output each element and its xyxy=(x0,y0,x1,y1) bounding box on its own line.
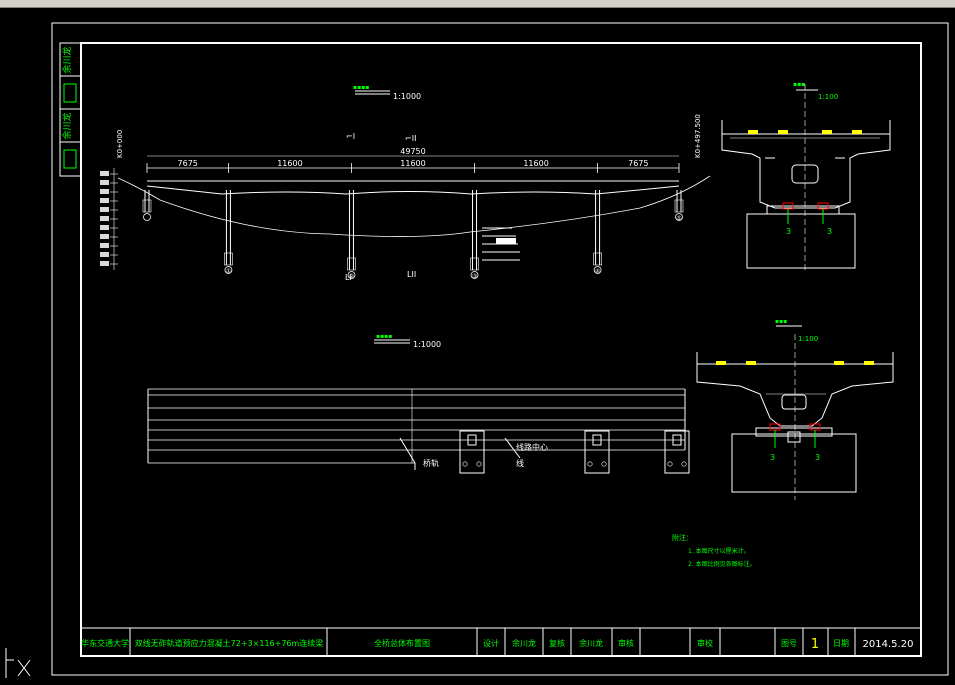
section-mark-bottom-1: LI xyxy=(345,273,352,282)
title-check-label: 复核 xyxy=(549,638,565,648)
elevation-scale: 1:1000 xyxy=(393,92,421,101)
title-university: 华东交通大学 xyxy=(81,638,129,648)
title-drawing-name: 全桥总体布置图 xyxy=(374,638,430,648)
elevation-title-mark: ▪▪▪▪ xyxy=(353,84,369,91)
plan-scale: 1:1000 xyxy=(413,340,441,349)
plan-centerline-label: 线路中心 xyxy=(516,442,548,452)
pier-label-3: ③ xyxy=(472,273,477,280)
side-tab-1: 余川龙 xyxy=(61,46,73,73)
sheet-outer-frame xyxy=(51,22,949,676)
title-project: 双线无砟轨道预应力混凝土72+3×116+76m连续梁 xyxy=(135,638,324,648)
plan-edge-label: 桥轨 xyxy=(423,458,439,468)
title-design-label: 设计 xyxy=(483,638,499,648)
section-mark-bottom-2: LII xyxy=(407,270,416,279)
title-checker: 余川龙 xyxy=(579,638,603,648)
side-tab-4-mark xyxy=(63,149,77,169)
sheet-inner-frame xyxy=(80,42,922,657)
cross-section-top: ▪▪▪ 1:100 3 3 xyxy=(721,81,891,273)
side-tab-2-mark xyxy=(63,83,77,103)
title-sheet-label: 图号 xyxy=(781,639,797,648)
title-block: 华东交通大学 双线无砟轨道预应力混凝土72+3×116+76m连续梁 全桥总体布… xyxy=(80,627,922,657)
start-station: K0+000 xyxy=(116,130,124,158)
plan-pier-cap-2 xyxy=(584,430,610,474)
note-2: 2. 本图比例见各图标注。 xyxy=(688,560,756,568)
pier-label-4: ④ xyxy=(595,268,600,275)
span-dim-5: 7675 xyxy=(628,159,648,168)
pier-label-1: ① xyxy=(226,268,231,275)
pier-4 xyxy=(593,190,602,274)
total-length-dim: 49750 xyxy=(400,147,425,156)
section-bottom-bearing-right: 3 xyxy=(815,453,820,462)
title-sheet-no: 1 xyxy=(811,637,819,652)
pier-1 xyxy=(224,190,233,274)
title-review-label: 审核 xyxy=(618,638,634,648)
ucs-axis-icon xyxy=(5,648,31,678)
pier-label-2: ② xyxy=(349,273,355,280)
window-top-strip xyxy=(0,0,955,8)
plan-centerline-label-2: 线 xyxy=(516,458,524,468)
pier-3-annotation xyxy=(482,227,520,261)
title-approve-label: 审校 xyxy=(697,638,713,648)
side-tab-3: 余川龙 xyxy=(61,112,73,139)
end-station: K0+497.500 xyxy=(694,114,702,158)
pier-5 xyxy=(674,190,684,221)
span-dim-4: 11600 xyxy=(523,159,548,168)
pier-2 xyxy=(347,190,356,279)
side-tab-strip: 余川龙 余川龙 xyxy=(59,42,82,177)
title-date: 2014.5.20 xyxy=(863,639,914,650)
pier-0 xyxy=(142,190,152,221)
title-date-label: 日期 xyxy=(833,639,849,648)
note-1: 1. 本图尺寸以厘米计。 xyxy=(688,547,750,555)
section-top-title-mark: ▪▪▪ xyxy=(793,81,805,88)
cad-drawing-canvas[interactable]: 余川龙 余川龙 ▪▪▪▪ 1:1000 49750 7675 11600 11600… xyxy=(0,8,955,685)
plan-title-mark: ▪▪▪▪ xyxy=(376,333,392,340)
cross-section-bottom: ▪▪▪ 1:100 3 3 xyxy=(696,318,894,500)
section-bottom-scale: 1:100 xyxy=(798,335,818,343)
section-top-scale: 1:100 xyxy=(818,93,838,101)
notes-block: 附注： 1. 本图尺寸以厘米计。 2. 本图比例见各图标注。 xyxy=(672,533,756,568)
section-top-bearing-right: 3 xyxy=(827,227,832,236)
pier-label-5: ⑤ xyxy=(676,215,681,222)
section-top-bearing-left: 3 xyxy=(786,227,791,236)
section-mark-top-2: ⌐II xyxy=(405,134,416,143)
section-bottom-bearing-left: 3 xyxy=(770,453,775,462)
section-bottom-title-mark: ▪▪▪ xyxy=(775,318,787,325)
section-mark-top-1: ⌐I xyxy=(346,132,355,141)
span-dim-2: 11600 xyxy=(277,159,302,168)
title-designer: 余川龙 xyxy=(512,638,536,648)
span-dim-3: 11600 xyxy=(400,159,425,168)
plan-pier-cap-1 xyxy=(459,430,485,474)
notes-heading: 附注： xyxy=(672,533,693,542)
pier-3 xyxy=(470,190,479,279)
plan-view: ▪▪▪▪ 1:1000 线路中心 线 桥轨 xyxy=(147,333,690,474)
span-dim-1: 7675 xyxy=(178,159,198,168)
plan-pier-cap-3 xyxy=(664,430,690,474)
elevation-view: ▪▪▪▪ 1:1000 49750 7675 11600 11600 11600 767… xyxy=(100,84,711,282)
